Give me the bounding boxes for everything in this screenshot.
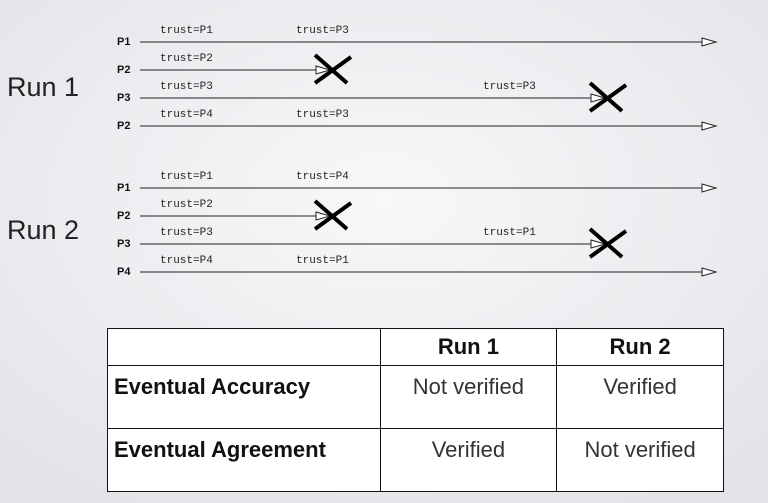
crash-mark bbox=[313, 55, 353, 85]
trust-label: trust=P3 bbox=[296, 109, 349, 121]
header-run-1: Run 1 bbox=[379, 328, 558, 366]
table-row: Eventual Agreement Verified Not verified bbox=[107, 428, 724, 492]
trust-label: trust=P2 bbox=[160, 199, 213, 211]
process-label: P1 bbox=[117, 182, 130, 194]
table-row: Eventual Accuracy Not verified Verified bbox=[107, 365, 724, 429]
process-label: P3 bbox=[117, 238, 130, 250]
crash-mark bbox=[313, 201, 353, 231]
header-run-2: Run 2 bbox=[556, 328, 724, 366]
trust-label: trust=P3 bbox=[483, 81, 536, 93]
crash-mark bbox=[588, 229, 628, 259]
process-label: P2 bbox=[117, 64, 130, 76]
agreement-run-2: Not verified bbox=[556, 428, 724, 492]
trust-label: trust=P4 bbox=[160, 109, 213, 121]
trust-label: trust=P1 bbox=[160, 171, 213, 183]
accuracy-run-1: Not verified bbox=[379, 365, 558, 429]
trust-label: trust=P2 bbox=[160, 53, 213, 65]
row-label-agreement: Eventual Agreement bbox=[107, 428, 381, 492]
accuracy-run-2: Verified bbox=[556, 365, 724, 429]
trust-label: trust=P3 bbox=[160, 81, 213, 93]
process-label: P2 bbox=[117, 210, 130, 222]
arrowhead bbox=[590, 239, 607, 249]
crash-mark bbox=[588, 83, 628, 113]
arrowhead bbox=[315, 211, 332, 221]
trust-label: trust=P1 bbox=[160, 25, 213, 37]
arrowhead bbox=[701, 183, 718, 193]
trust-label: trust=P4 bbox=[296, 171, 349, 183]
arrowhead bbox=[701, 37, 718, 47]
run-1-label: Run 1 bbox=[7, 72, 80, 102]
trust-label: trust=P3 bbox=[160, 227, 213, 239]
process-label: P3 bbox=[117, 92, 130, 104]
arrowhead bbox=[701, 267, 718, 277]
results-table: Run 1 Run 2 Eventual Accuracy Not verifi… bbox=[107, 328, 724, 492]
trust-label: trust=P1 bbox=[483, 227, 536, 239]
process-label: P2 bbox=[117, 120, 130, 132]
trust-label: trust=P4 bbox=[160, 255, 213, 267]
table-corner-cell bbox=[107, 328, 381, 366]
agreement-run-1: Verified bbox=[379, 428, 558, 492]
row-label-accuracy: Eventual Accuracy bbox=[107, 365, 381, 429]
run-2-label: Run 2 bbox=[7, 215, 80, 245]
arrowhead bbox=[701, 121, 718, 131]
process-label: P4 bbox=[117, 266, 131, 278]
trust-label: trust=P1 bbox=[296, 255, 349, 267]
trust-label: trust=P3 bbox=[296, 25, 349, 37]
process-label: P1 bbox=[117, 36, 130, 48]
table-header-row: Run 1 Run 2 bbox=[107, 328, 724, 366]
arrowhead bbox=[590, 93, 607, 103]
arrowhead bbox=[315, 65, 332, 75]
